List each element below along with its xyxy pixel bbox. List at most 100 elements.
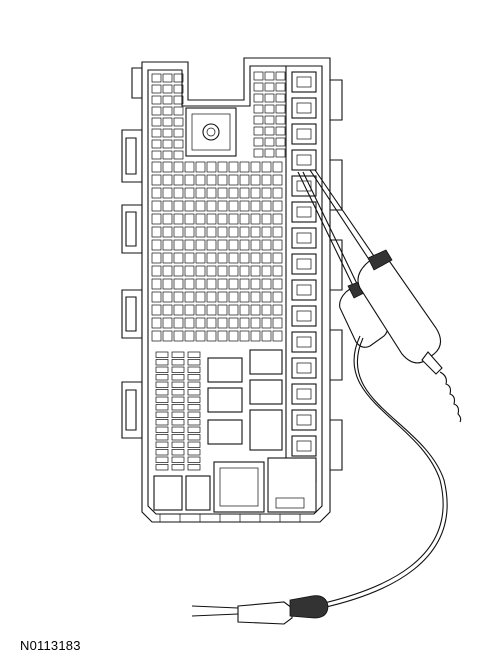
fuse-cell [162,265,173,277]
fuse-cell [272,226,283,238]
fuse-cell [173,330,184,342]
fuse-cell [187,426,201,433]
fuse-cell [151,317,162,329]
fuse-cell [239,226,250,238]
fuse-cell [195,265,206,277]
fuse-cell [296,102,312,114]
fuse-cell [155,359,169,366]
fuse-cell [184,265,195,277]
fuse-cell [239,317,250,329]
fuse-cell [195,317,206,329]
fuse-cell [195,278,206,290]
fuse-cell [195,330,206,342]
fuse-cell [291,435,317,457]
fuse-cell [296,258,312,270]
fuse-cell [272,304,283,316]
multimeter-probe-icon [191,169,462,625]
fuse-cell [239,239,250,251]
fuse-cell [155,389,169,396]
fuse-cell [162,278,173,290]
fuse-cell [206,161,217,173]
fuse-cell [228,213,239,225]
fuse-cell [151,106,162,116]
fuse-cell [206,317,217,329]
lower-fuse-columns [155,351,201,471]
fuse-cell [291,305,317,327]
fuse-cell [195,161,206,173]
fuse-cell [195,304,206,316]
fuse-cell [239,252,250,264]
fuse-cell [275,93,286,103]
fuse-cell [239,161,250,173]
fuse-cell [239,278,250,290]
fuse-cell [253,93,264,103]
fuse-cell [173,174,184,186]
fuse-cell [250,200,261,212]
fuse-cell [195,213,206,225]
fuse-cell [187,396,201,403]
fuse-cell [195,291,206,303]
fuse-cell [155,464,169,471]
fuse-cell [162,213,173,225]
fuse-cell [261,330,272,342]
fuse-cell [261,317,272,329]
fuse-cell [275,126,286,136]
fuse-cell [296,232,312,244]
fuse-cell [151,73,162,83]
fuse-cell [291,409,317,431]
fuse-cell [291,331,317,353]
fuse-cell [291,253,317,275]
fuse-cell [173,304,184,316]
fuse-cell [228,265,239,277]
fuse-cell [171,426,185,433]
fuse-cell [155,396,169,403]
fuse-cell [275,148,286,158]
fuse-cell [173,139,184,149]
fuse-cell [264,115,275,125]
fuse-cell [162,106,173,116]
fuse-cell [195,252,206,264]
fuse-cell [261,265,272,277]
fuse-cell [206,304,217,316]
fuse-cell [171,464,185,471]
fuse-cell [296,310,312,322]
fuse-cell [275,115,286,125]
fuse-cell [187,374,201,381]
fuse-cell [228,161,239,173]
fuse-cell [151,84,162,94]
fuse-cell [151,265,162,277]
fuse-box-housing [141,57,331,523]
fuse-cell [187,411,201,418]
fuse-cell [275,82,286,92]
fuse-cell [272,161,283,173]
fuse-cell [206,265,217,277]
fuse-cell [184,304,195,316]
fuse-cell [261,304,272,316]
fuse-cell [155,449,169,456]
fuse-cell [206,278,217,290]
fuse-cell [151,278,162,290]
fuse-cell [272,213,283,225]
fuse-cell [155,426,169,433]
fuse-cell [228,174,239,186]
fuse-cell [187,456,201,463]
fuse-cell [151,239,162,251]
relay-column [291,71,317,483]
fuse-cell [206,239,217,251]
fuse-cell [171,366,185,373]
fuse-cell [250,330,261,342]
fuse-cell [155,419,169,426]
fuse-cell [250,265,261,277]
fuse-cell [264,93,275,103]
fuse-cell [272,265,283,277]
fuse-cell [151,161,162,173]
fuse-cell [206,330,217,342]
fuse-cell [275,71,286,81]
fuse-cell [272,187,283,199]
fuse-cell [272,330,283,342]
fuse-cell [151,252,162,264]
fuse-cell [195,174,206,186]
fuse-cell [296,128,312,140]
fuse-cell [173,150,184,160]
fuse-cell [155,411,169,418]
